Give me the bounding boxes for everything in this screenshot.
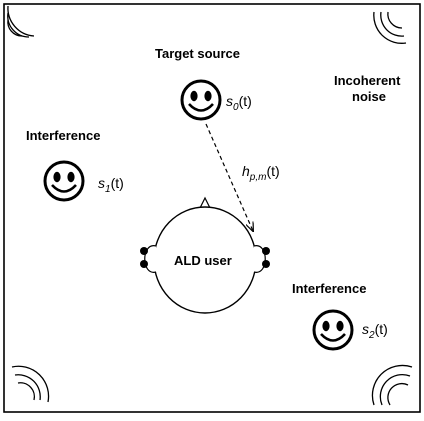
signal-s0-label: s0(t) — [226, 93, 252, 113]
transfer-function-label: hp,m(t) — [242, 163, 280, 183]
room-border — [3, 3, 421, 413]
incoherent-noise-label-line2: noise — [352, 89, 386, 104]
interference-right-label: Interference — [292, 281, 366, 296]
smiley-face-icon-interference-right — [312, 309, 354, 351]
left-ear-microphone-icon — [140, 245, 157, 273]
ald-user-label: ALD user — [174, 253, 232, 268]
smiley-face-icon-interference-left — [43, 160, 85, 202]
interference-left-label: Interference — [26, 128, 100, 143]
signal-s2-label: s2(t) — [362, 321, 388, 341]
right-ear-microphone-icon — [253, 245, 270, 273]
smiley-face-icon-target — [180, 79, 222, 121]
sound-wave-icon-top-left — [7, 5, 35, 38]
sound-wave-icon-top-right — [373, 11, 407, 44]
dashed-arrow-icon — [205, 123, 253, 231]
sound-wave-icon-bottom-right — [371, 364, 413, 406]
sound-wave-icon-bottom-left — [11, 365, 50, 403]
signal-s1-label: s1(t) — [98, 175, 124, 195]
target-source-label: Target source — [155, 46, 240, 61]
incoherent-noise-label-line1: Incoherent — [334, 73, 401, 88]
